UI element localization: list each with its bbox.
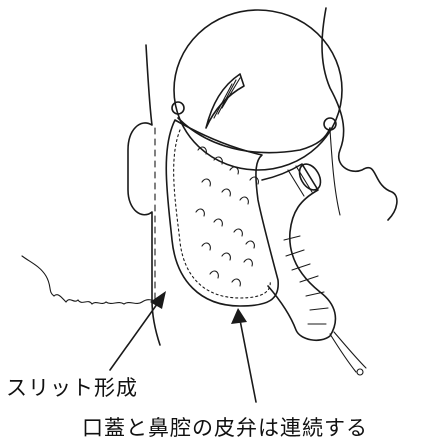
palatal-flap [166, 120, 278, 306]
eyeball [174, 10, 342, 170]
lip-wavy-contour [22, 256, 156, 304]
tissue-texture [196, 147, 258, 286]
suture-thread-right [330, 130, 340, 215]
label-flap-continuous: 口蓋と鼻腔の皮弁は連続する [82, 412, 368, 442]
suture-tail-knot [357, 369, 363, 375]
columella-outline [128, 45, 152, 300]
face-contour [322, 8, 397, 220]
label-slit-formation: スリット形成 [6, 372, 138, 402]
flap-border-dotted [174, 130, 271, 298]
suture-tail-2 [334, 332, 366, 368]
arrow-flap [231, 308, 256, 402]
